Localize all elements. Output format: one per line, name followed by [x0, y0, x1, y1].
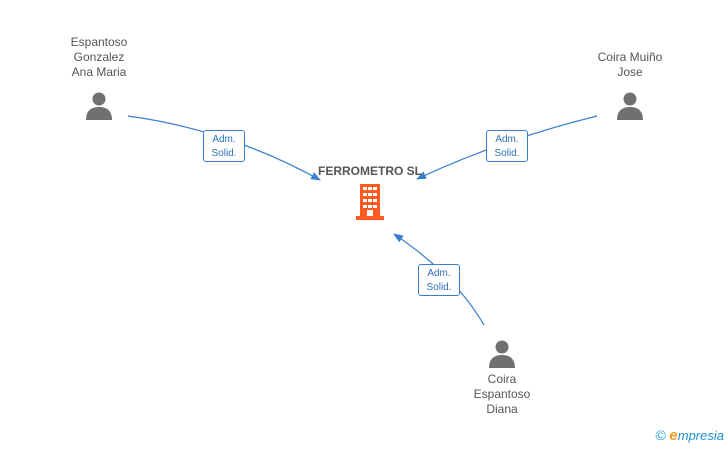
brand-initial: e [669, 427, 678, 444]
brand-rest: mpresia [677, 428, 724, 443]
person-name: Espantoso Gonzalez Ana Maria [39, 35, 159, 80]
building-icon [356, 184, 384, 220]
person-name-line: Ana Maria [71, 65, 127, 79]
relation-badge[interactable]: Adm. Solid. [486, 130, 528, 162]
person-name: Coira Muiño Jose [570, 50, 690, 80]
person-icon [489, 340, 515, 368]
person-name-line: Coira Muiño [597, 50, 663, 64]
person-name-line: Gonzalez [73, 50, 125, 64]
relation-role-line: Adm. [427, 268, 451, 279]
copyright-symbol: © [655, 427, 666, 443]
person-node-coira-muino[interactable]: Coira Muiño Jose [570, 50, 690, 120]
relation-role-line: Solid. [494, 148, 520, 159]
relation-badge[interactable]: Adm. Solid. [203, 130, 245, 162]
empresia-watermark: © empresia [655, 427, 724, 444]
relation-role-line: Solid. [426, 282, 452, 293]
person-name-line: Espantoso [70, 35, 128, 49]
person-name-line: Espantoso [473, 387, 531, 401]
person-icon [617, 92, 643, 120]
person-name-line: Diana [486, 402, 518, 416]
relation-badge[interactable]: Adm. Solid. [418, 264, 460, 296]
person-name-line: Jose [617, 65, 643, 79]
relation-role-line: Adm. [495, 134, 519, 145]
company-node[interactable]: FERROMETRO SL [310, 164, 430, 220]
person-name: Coira Espantoso Diana [442, 372, 562, 417]
person-node-coira-espantoso[interactable]: Coira Espantoso Diana [442, 338, 562, 417]
relation-role-line: Solid. [211, 148, 237, 159]
person-name-line: Coira [487, 372, 517, 386]
person-icon [86, 92, 112, 120]
company-name: FERROMETRO SL [318, 164, 422, 178]
person-node-espantoso-gonzalez[interactable]: Espantoso Gonzalez Ana Maria [39, 35, 159, 120]
relation-role-line: Adm. [212, 134, 236, 145]
